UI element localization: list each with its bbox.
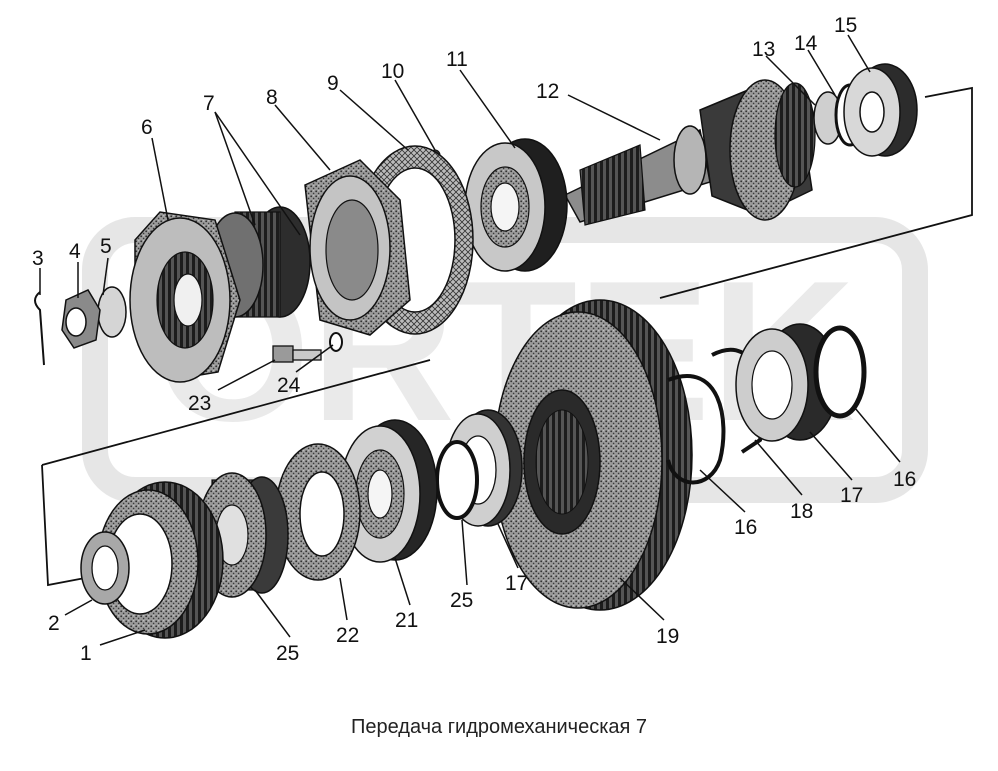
callout-9: 9 — [327, 72, 339, 95]
part-21-disc — [275, 443, 361, 581]
part-15-bearing — [843, 63, 918, 157]
part-24-washer — [329, 332, 343, 352]
callout-18: 18 — [790, 500, 813, 523]
part-5-washer — [97, 286, 127, 338]
callout-20: 21 — [395, 609, 418, 632]
callout-6: 6 — [141, 116, 153, 139]
callout-2: 2 — [48, 612, 60, 635]
part-8-housing — [304, 159, 411, 336]
callout-13: 13 — [752, 38, 775, 61]
callout-15: 15 — [834, 14, 857, 37]
callout-16-right: 16 — [893, 468, 916, 491]
upper-shaft-assembly — [34, 63, 918, 383]
callout-23: 23 — [188, 392, 211, 415]
callout-4: 4 — [69, 240, 81, 263]
part-17-bearing-right — [735, 323, 839, 442]
callout-3: 3 — [32, 247, 44, 270]
callout-21: 22 — [336, 624, 359, 647]
callout-labels: 6 7 8 9 10 11 12 13 14 15 3 4 5 23 24 2 … — [32, 14, 916, 665]
frame-lines — [41, 86, 973, 587]
callout-25: 25 — [450, 589, 473, 612]
callout-17-right: 17 — [840, 484, 863, 507]
callout-11: 11 — [446, 48, 468, 71]
part-25-ring — [435, 440, 479, 520]
callout-8: 8 — [266, 86, 278, 109]
part-4-nut — [61, 289, 101, 349]
part-2-ring — [80, 531, 130, 605]
part-19-large-gear — [493, 299, 693, 611]
part-6-flange — [129, 211, 241, 383]
part-11-bearing — [464, 138, 568, 272]
part-16-snap-ring-left — [666, 374, 726, 485]
part-23-bolt — [272, 345, 322, 363]
part-12-shaft — [563, 79, 816, 226]
callout-22: 25 — [276, 642, 299, 665]
callout-14: 14 — [794, 32, 818, 55]
callout-7: 7 — [203, 92, 215, 115]
lower-assembly — [80, 299, 867, 639]
callout-10: 10 — [381, 60, 404, 83]
callout-24: 24 — [277, 374, 301, 397]
leader-lines — [39, 34, 901, 646]
part-16-ring-right — [813, 325, 867, 419]
callout-19: 19 — [656, 625, 679, 648]
callout-1: 1 — [80, 642, 92, 665]
callout-16-left: 16 — [734, 516, 757, 539]
part-20-bearing — [339, 419, 438, 563]
callout-12: 12 — [536, 80, 559, 103]
callout-17-left: 17 — [505, 572, 528, 595]
diagram-caption: Передача гидромеханическая 7 — [350, 716, 648, 738]
part-3-cotter-pin — [34, 291, 45, 366]
callout-5: 5 — [100, 235, 112, 258]
